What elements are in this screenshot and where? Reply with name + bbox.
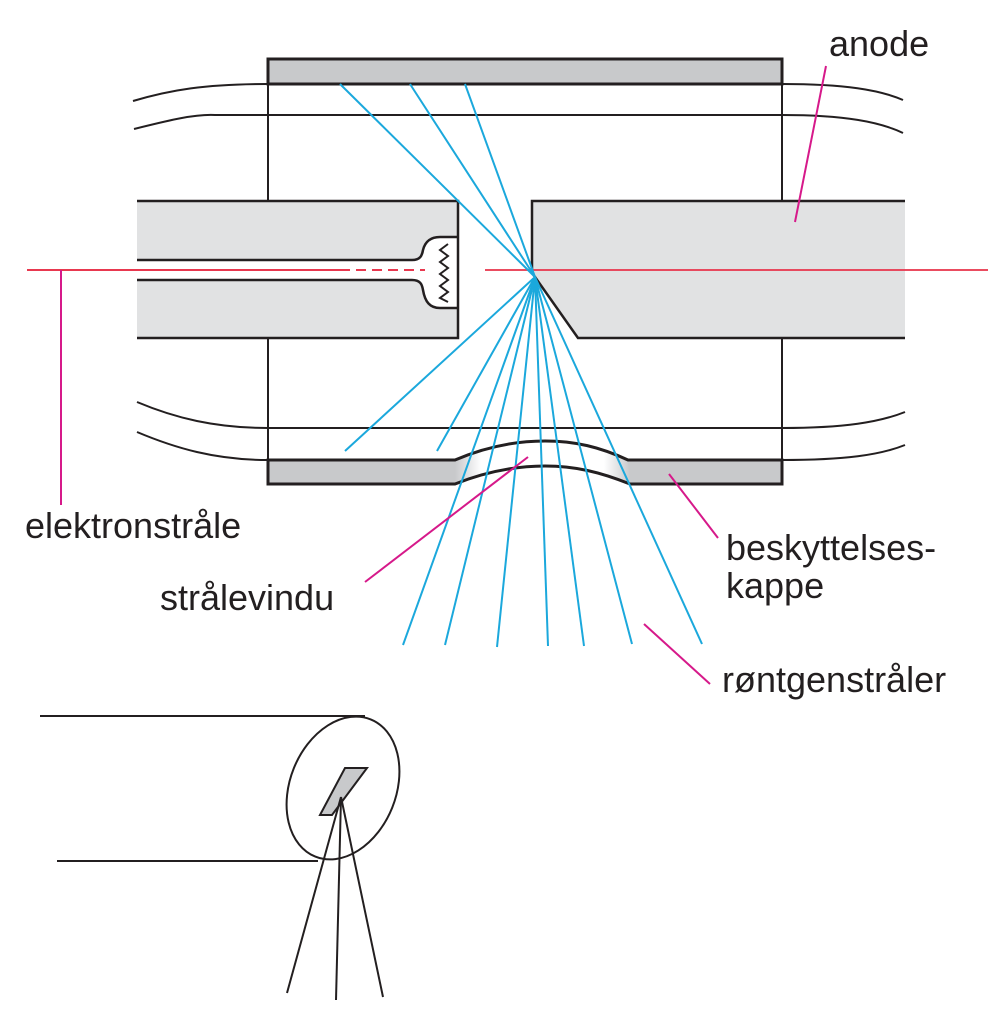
xray-ray (339, 83, 536, 278)
filament-icon (438, 243, 450, 303)
leader-lines (60, 65, 827, 685)
xray-ray (444, 276, 536, 646)
leader-rontgenstraler (643, 623, 711, 685)
xray-ray (344, 276, 536, 452)
xray-ray (436, 276, 536, 452)
xray-ray (496, 276, 536, 648)
xray-ray (534, 276, 549, 647)
xray-rays (339, 83, 703, 648)
xray-ray (464, 83, 536, 278)
xray-ray (409, 83, 536, 278)
leader-anode (794, 65, 827, 223)
label-beskyttelseskappe-1: beskyttelses- (726, 527, 936, 568)
label-rontgenstraler: røntgenstråler (722, 659, 946, 700)
label-beskyttelseskappe-2: kappe (726, 565, 824, 606)
bottom-cap (266, 439, 784, 486)
xray-ray (534, 276, 703, 645)
leader-stralevindu (364, 456, 529, 583)
xray-ray (534, 276, 585, 647)
xray-ray (534, 276, 633, 645)
tube-envelope-top (132, 83, 904, 201)
label-elektronstrale: elektronstråle (25, 505, 241, 546)
label-anode: anode (829, 23, 929, 64)
anode-perspective-sketch (40, 715, 401, 1001)
xray-ray (402, 276, 536, 646)
top-cap (266, 57, 784, 86)
label-stralevindu: strålevindu (160, 577, 334, 618)
leader-beskyttelseskappe (668, 473, 719, 539)
focal-spot (318, 767, 369, 816)
